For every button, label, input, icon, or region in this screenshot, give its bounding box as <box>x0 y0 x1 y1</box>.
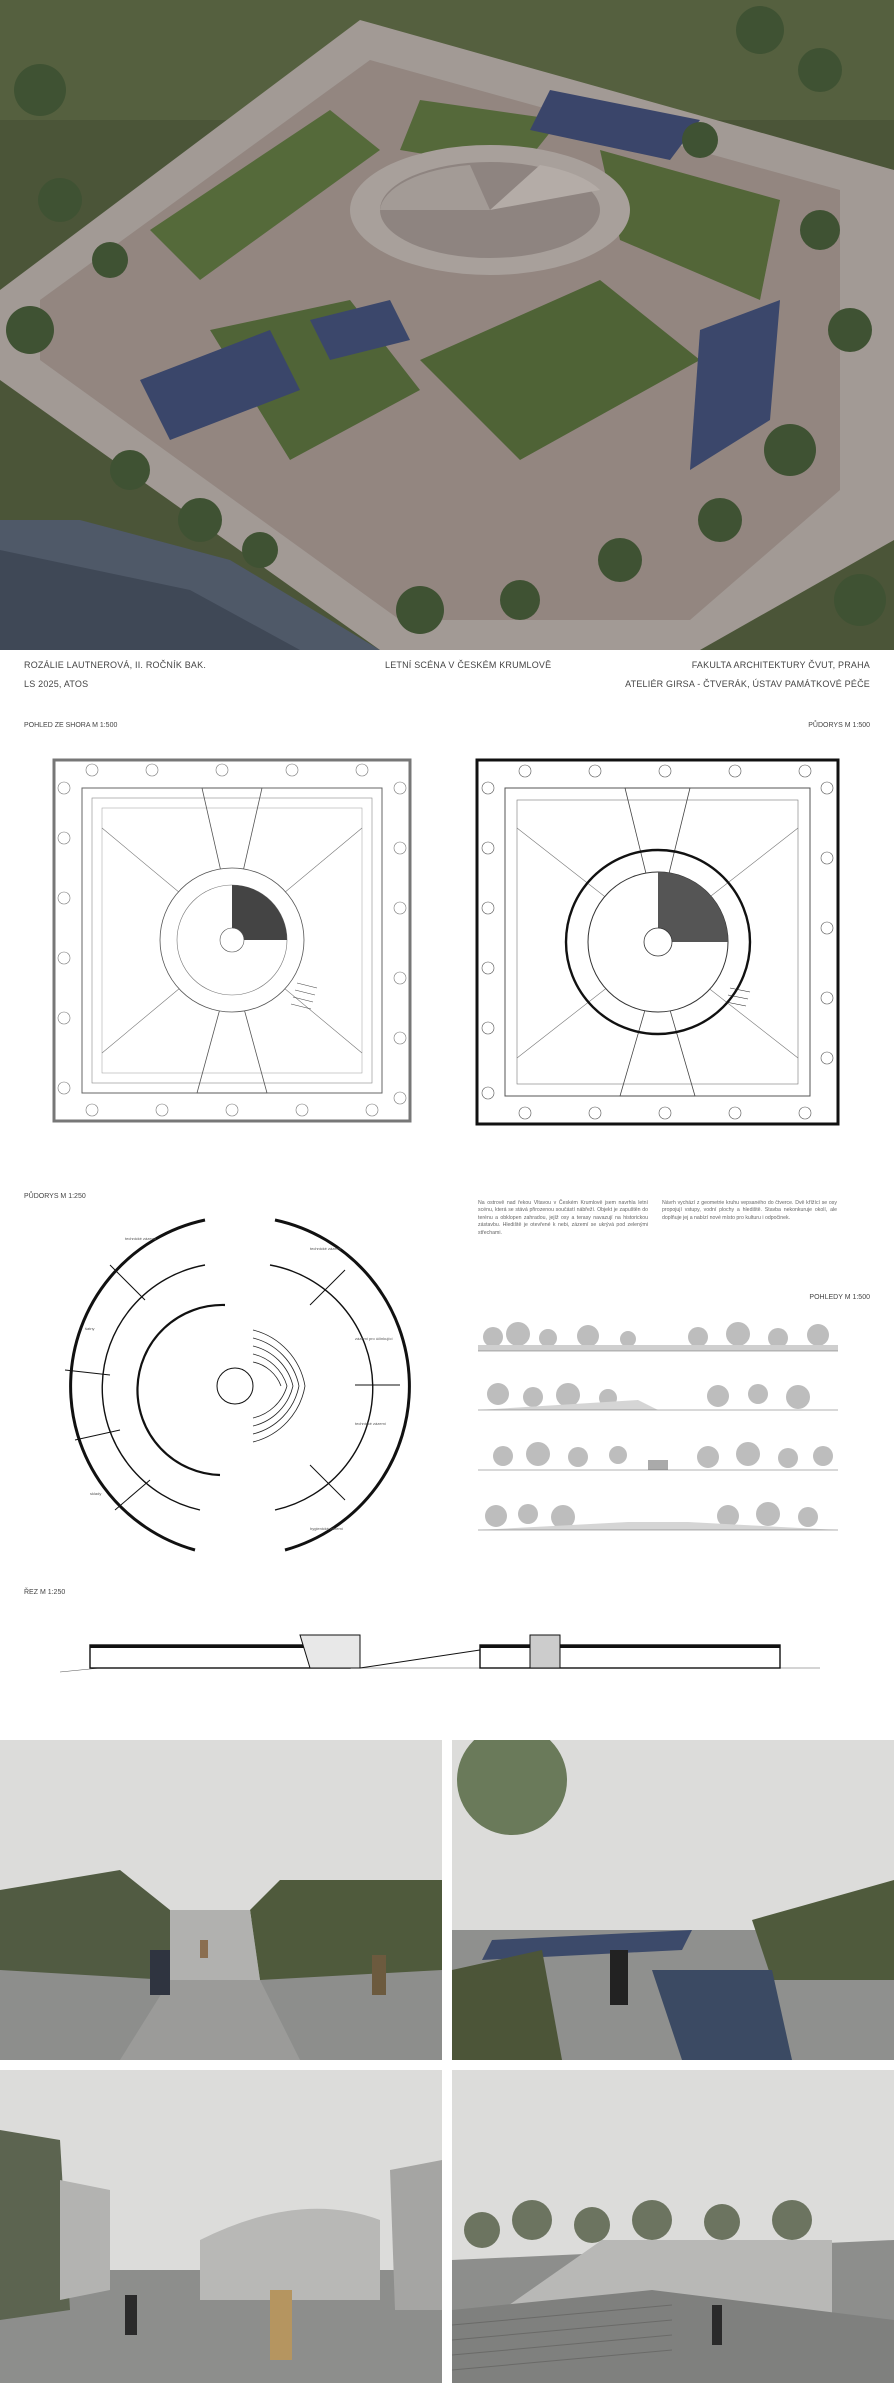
perspective-render-4 <box>452 2070 894 2383</box>
top-view-label: POHLED ZE SHORA M 1:500 <box>24 722 118 729</box>
floor-plan-label: PŮDORYS M 1:250 <box>24 1193 86 1200</box>
description-col-2: Návrh vychází z geometrie kruhu vepsanéh… <box>662 1200 837 1221</box>
perspective-render-2 <box>452 1740 894 2060</box>
perspective-render-1 <box>0 1740 442 2060</box>
faculty-name: FAKULTA ARCHITEKTURY ČVUT, PRAHA <box>691 660 870 670</box>
room-label-2: šatny <box>85 1326 95 1331</box>
project-title: LETNÍ SCÉNA V ČESKÉM KRUMLOVĚ <box>385 660 552 670</box>
floor-plan-drawing: technické zázemí šatny sklady technické … <box>55 1210 415 1565</box>
room-label-7: hygienické zázemí <box>310 1526 344 1531</box>
room-label-6: technické zázemí <box>355 1421 387 1426</box>
term-label: LS 2025, ATOS <box>24 679 89 689</box>
description-col-1: Na ostrově nad řekou Vltavou v Českém Kr… <box>478 1200 648 1236</box>
perspective-render-3 <box>0 2070 442 2383</box>
elevations-drawing <box>478 1312 838 1562</box>
site-plan-label: PŮDORYS M 1:500 <box>808 722 870 729</box>
site-plan-drawing <box>475 758 840 1126</box>
studio-name: ATELIÉR GIRSA - ČTVERÁK, ÚSTAV PAMÁTKOVÉ… <box>625 679 870 689</box>
room-label-1: technické zázemí <box>125 1236 157 1241</box>
section-label: ŘEZ M 1:250 <box>24 1589 66 1596</box>
section-drawing <box>60 1630 820 1680</box>
aerial-render <box>0 0 894 650</box>
room-label-4: technické zázemí <box>310 1246 342 1251</box>
elevations-label: POHLEDY M 1:500 <box>809 1294 870 1301</box>
room-label-3: sklady <box>90 1491 101 1496</box>
author-name: ROZÁLIE LAUTNEROVÁ, II. ROČNÍK BAK. <box>24 660 207 670</box>
room-label-5: zázemí pro účinkující <box>355 1336 393 1341</box>
top-view-drawing <box>52 758 412 1123</box>
